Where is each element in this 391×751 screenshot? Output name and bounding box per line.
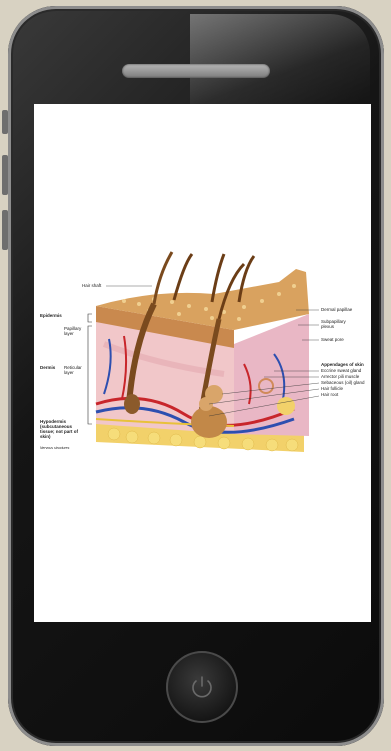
label-papillary-layer: Papillary layer xyxy=(64,327,86,337)
home-button[interactable] xyxy=(166,651,238,723)
label-sweat-pore: Sweat pore xyxy=(321,338,344,343)
label-hypodermis: Hypodermis (subcutaneous tissue; not par… xyxy=(40,420,86,440)
screen-glare xyxy=(190,14,370,104)
mute-switch[interactable] xyxy=(2,110,8,134)
label-nervous-structures: Nervous structures xyxy=(40,447,69,451)
label-dermal-papillae: Dermal papillae xyxy=(321,308,352,313)
label-reticular-layer: Reticular layer xyxy=(64,366,86,376)
volume-down-button[interactable] xyxy=(2,210,8,250)
volume-up-button[interactable] xyxy=(2,155,8,195)
label-subpapillary-plexus: Subpapillary plexus xyxy=(321,320,355,330)
label-hair-shaft: Hair shaft xyxy=(82,284,101,289)
phone-screen[interactable]: Hair shaft Epidermis Papillary layer Der… xyxy=(34,104,371,622)
label-dermis: Dermis xyxy=(40,366,55,371)
label-epidermis: Epidermis xyxy=(40,314,62,319)
earpiece-speaker xyxy=(122,64,270,78)
power-icon xyxy=(187,672,217,702)
label-hair-root: Hair root xyxy=(321,393,338,398)
